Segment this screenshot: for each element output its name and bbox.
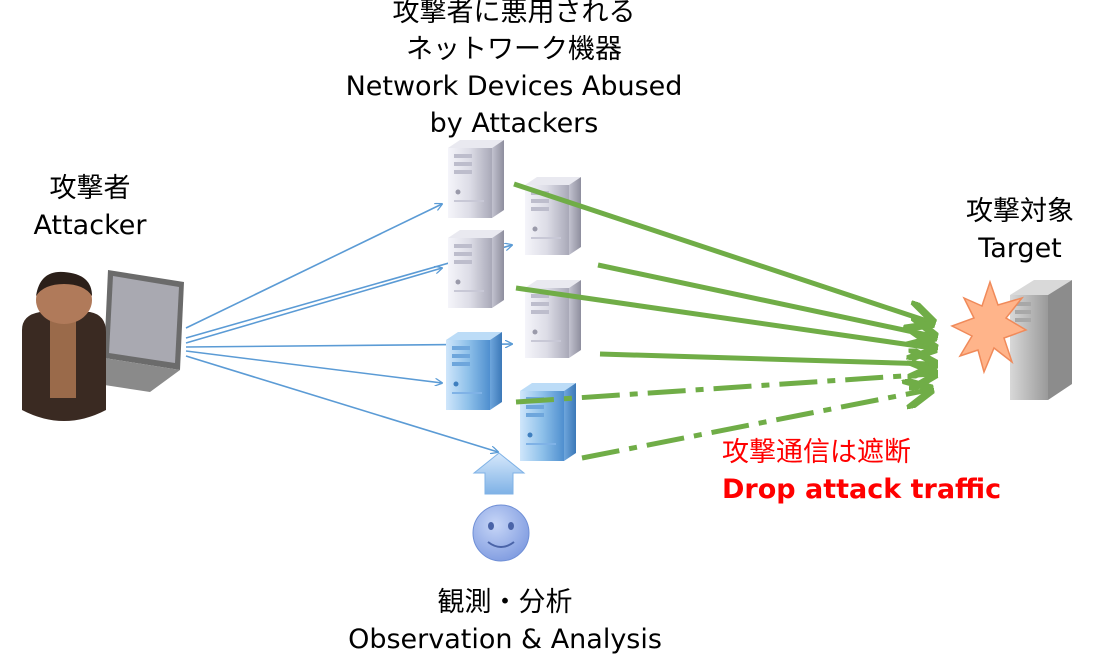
honeypot-server-icon (520, 383, 576, 461)
attack-arrows (513, 181, 932, 364)
blocked-arrow (581, 390, 928, 461)
devices-label-en-1: Network Devices Abused (345, 71, 683, 102)
up-arrow-icon (472, 452, 526, 495)
observation-label-jp: 観測・分析 (437, 587, 573, 618)
honeypot-server-icon (446, 332, 502, 410)
person-with-laptop-icon (22, 270, 184, 421)
devices-label: 攻撃者に悪用される ネットワーク機器 Network Devices Abuse… (309, 0, 719, 142)
drop-label-en: Drop attack traffic (722, 474, 1002, 505)
target-label: 攻撃対象 Target (950, 193, 1090, 267)
observation-label: 観測・分析 Observation & Analysis (300, 584, 710, 658)
drop-label: 攻撃通信は遮断 Drop attack traffic (722, 434, 1022, 508)
attacker-label: 攻撃者 Attacker (10, 170, 170, 244)
control-arrow (185, 268, 442, 344)
attacker-label-jp: 攻撃者 (49, 173, 131, 204)
attack-arrow (597, 262, 932, 336)
control-arrow (185, 350, 442, 383)
target-label-en: Target (978, 233, 1062, 264)
server-tower-icon (448, 230, 504, 308)
server-tower-icon (448, 140, 504, 218)
blocked-arrow (515, 374, 932, 405)
control-arrows (185, 204, 512, 452)
attack-arrow (513, 181, 930, 322)
blocked-arrows (515, 374, 932, 461)
control-arrow (185, 204, 442, 329)
smiley-face-icon (472, 504, 530, 562)
attacker-label-en: Attacker (33, 210, 147, 241)
drop-label-jp: 攻撃通信は遮断 (722, 437, 911, 468)
explosion-burst-icon (950, 279, 1028, 375)
target-label-jp: 攻撃対象 (966, 196, 1074, 227)
devices-label-jp-2: ネットワーク機器 (406, 34, 622, 65)
attack-arrow (515, 285, 932, 348)
attack-arrow (599, 354, 932, 364)
target-server-icon (1010, 280, 1072, 400)
devices-label-jp-1: 攻撃者に悪用される (392, 0, 636, 28)
observation-label-en: Observation & Analysis (348, 624, 662, 655)
devices-label-en-2: by Attackers (429, 108, 599, 139)
control-arrow (185, 355, 498, 452)
